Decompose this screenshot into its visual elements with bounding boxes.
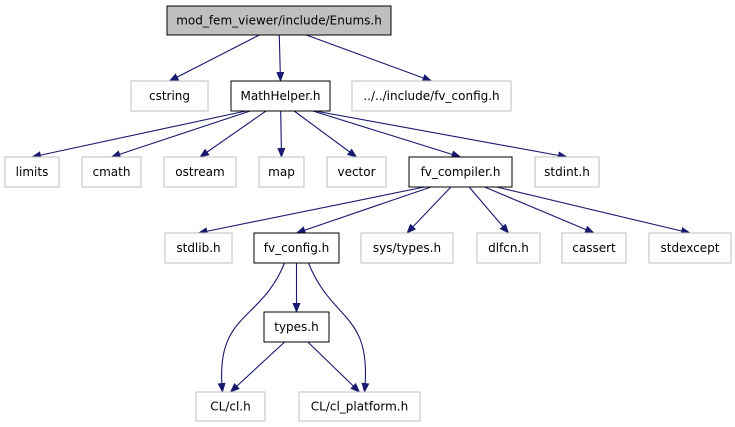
node-systypes: sys/types.h (360, 232, 454, 264)
node-box (163, 156, 237, 188)
node-label: cassert (572, 241, 616, 255)
edge-fvcompiler-to-stdlib (197, 186, 425, 236)
node-box (534, 156, 600, 188)
node-label: limits (16, 165, 49, 179)
node-limits: limits (4, 156, 60, 188)
node-box (230, 80, 331, 112)
node-box (298, 391, 421, 422)
node-box (351, 80, 512, 112)
node-label: fv_compiler.h (421, 165, 501, 179)
node-mathhelper[interactable]: MathHelper.h (230, 80, 331, 112)
edge-types-to-clplatform (307, 341, 361, 393)
node-stdlib: stdlib.h (164, 232, 233, 264)
edge-mathhelper-to-cmath (110, 110, 251, 158)
node-label: stdint.h (544, 165, 590, 179)
node-cmath: cmath (81, 156, 142, 188)
node-box (130, 80, 209, 112)
node-box (360, 232, 454, 264)
edge-mathhelper-to-vector (293, 110, 358, 158)
node-vector: vector (326, 156, 387, 188)
node-enums[interactable]: mod_fem_viewer/include/Enums.h (166, 5, 392, 36)
node-label: cmath (93, 165, 131, 179)
node-label: map (268, 165, 295, 179)
edge-fvconfig-to-clcl (217, 262, 286, 393)
edge-fvcompiler-to-cassert (484, 186, 595, 234)
node-label: ../../include/fv_config.h (363, 89, 499, 103)
edge-mathhelper-to-fvcompiler (312, 110, 462, 159)
edge-enums-to-mathhelper (276, 34, 285, 82)
node-label: stdexcept (661, 241, 720, 255)
edge-mathhelper-to-stdint (315, 110, 568, 160)
node-stdint: stdint.h (534, 156, 600, 188)
node-label: dlfcn.h (488, 241, 529, 255)
node-stdexcept: stdexcept (648, 232, 732, 264)
node-label: CL/cl_platform.h (311, 400, 408, 414)
edge-mathhelper-to-ostream (199, 110, 267, 158)
node-label: CL/cl.h (210, 400, 250, 414)
node-label: types.h (274, 320, 318, 334)
node-box (258, 156, 305, 188)
node-box (561, 232, 627, 264)
node-cstring: cstring (130, 80, 209, 112)
node-box (253, 232, 340, 264)
node-dlfcn: dlfcn.h (476, 232, 541, 264)
node-map: map (258, 156, 305, 188)
edge-fvcompiler-to-stdexcept (496, 186, 691, 235)
edge-mathhelper-to-limits (31, 110, 246, 160)
node-box (476, 232, 541, 264)
node-fvconfig_inc: ../../include/fv_config.h (351, 80, 512, 112)
node-types[interactable]: types.h (263, 311, 330, 343)
node-label: fv_config.h (264, 241, 329, 255)
node-box (4, 156, 60, 188)
edge-mathhelper-to-map (277, 110, 286, 158)
node-box (408, 156, 513, 188)
node-label: sys/types.h (373, 241, 441, 255)
node-box (81, 156, 142, 188)
node-label: stdlib.h (176, 241, 220, 255)
edge-enums-to-fvconfig_inc (306, 34, 433, 82)
node-label: mod_fem_viewer/include/Enums.h (176, 14, 382, 28)
node-box (195, 391, 266, 422)
edge-types-to-clcl (229, 341, 285, 393)
node-box (263, 311, 330, 343)
node-label: MathHelper.h (240, 89, 320, 103)
edge-fvcompiler-to-fvconfig (295, 186, 432, 234)
edge-enums-to-cstring (168, 34, 260, 82)
node-fvcompiler[interactable]: fv_compiler.h (408, 156, 513, 188)
node-clcl: CL/cl.h (195, 391, 266, 422)
edges-layer (31, 34, 691, 393)
node-box (648, 232, 732, 264)
edge-fvconfig-to-clplatform (307, 262, 370, 393)
node-fvconfig[interactable]: fv_config.h (253, 232, 340, 264)
node-label: ostream (175, 165, 224, 179)
node-label: cstring (149, 89, 190, 103)
node-box (166, 5, 392, 36)
node-ostream: ostream (163, 156, 237, 188)
node-box (164, 232, 233, 264)
edge-fvcompiler-to-dlfcn (468, 186, 510, 234)
node-box (326, 156, 387, 188)
node-label: vector (337, 165, 375, 179)
node-clplatform: CL/cl_platform.h (298, 391, 421, 422)
edge-fvcompiler-to-systypes (406, 186, 452, 234)
node-cassert: cassert (561, 232, 627, 264)
